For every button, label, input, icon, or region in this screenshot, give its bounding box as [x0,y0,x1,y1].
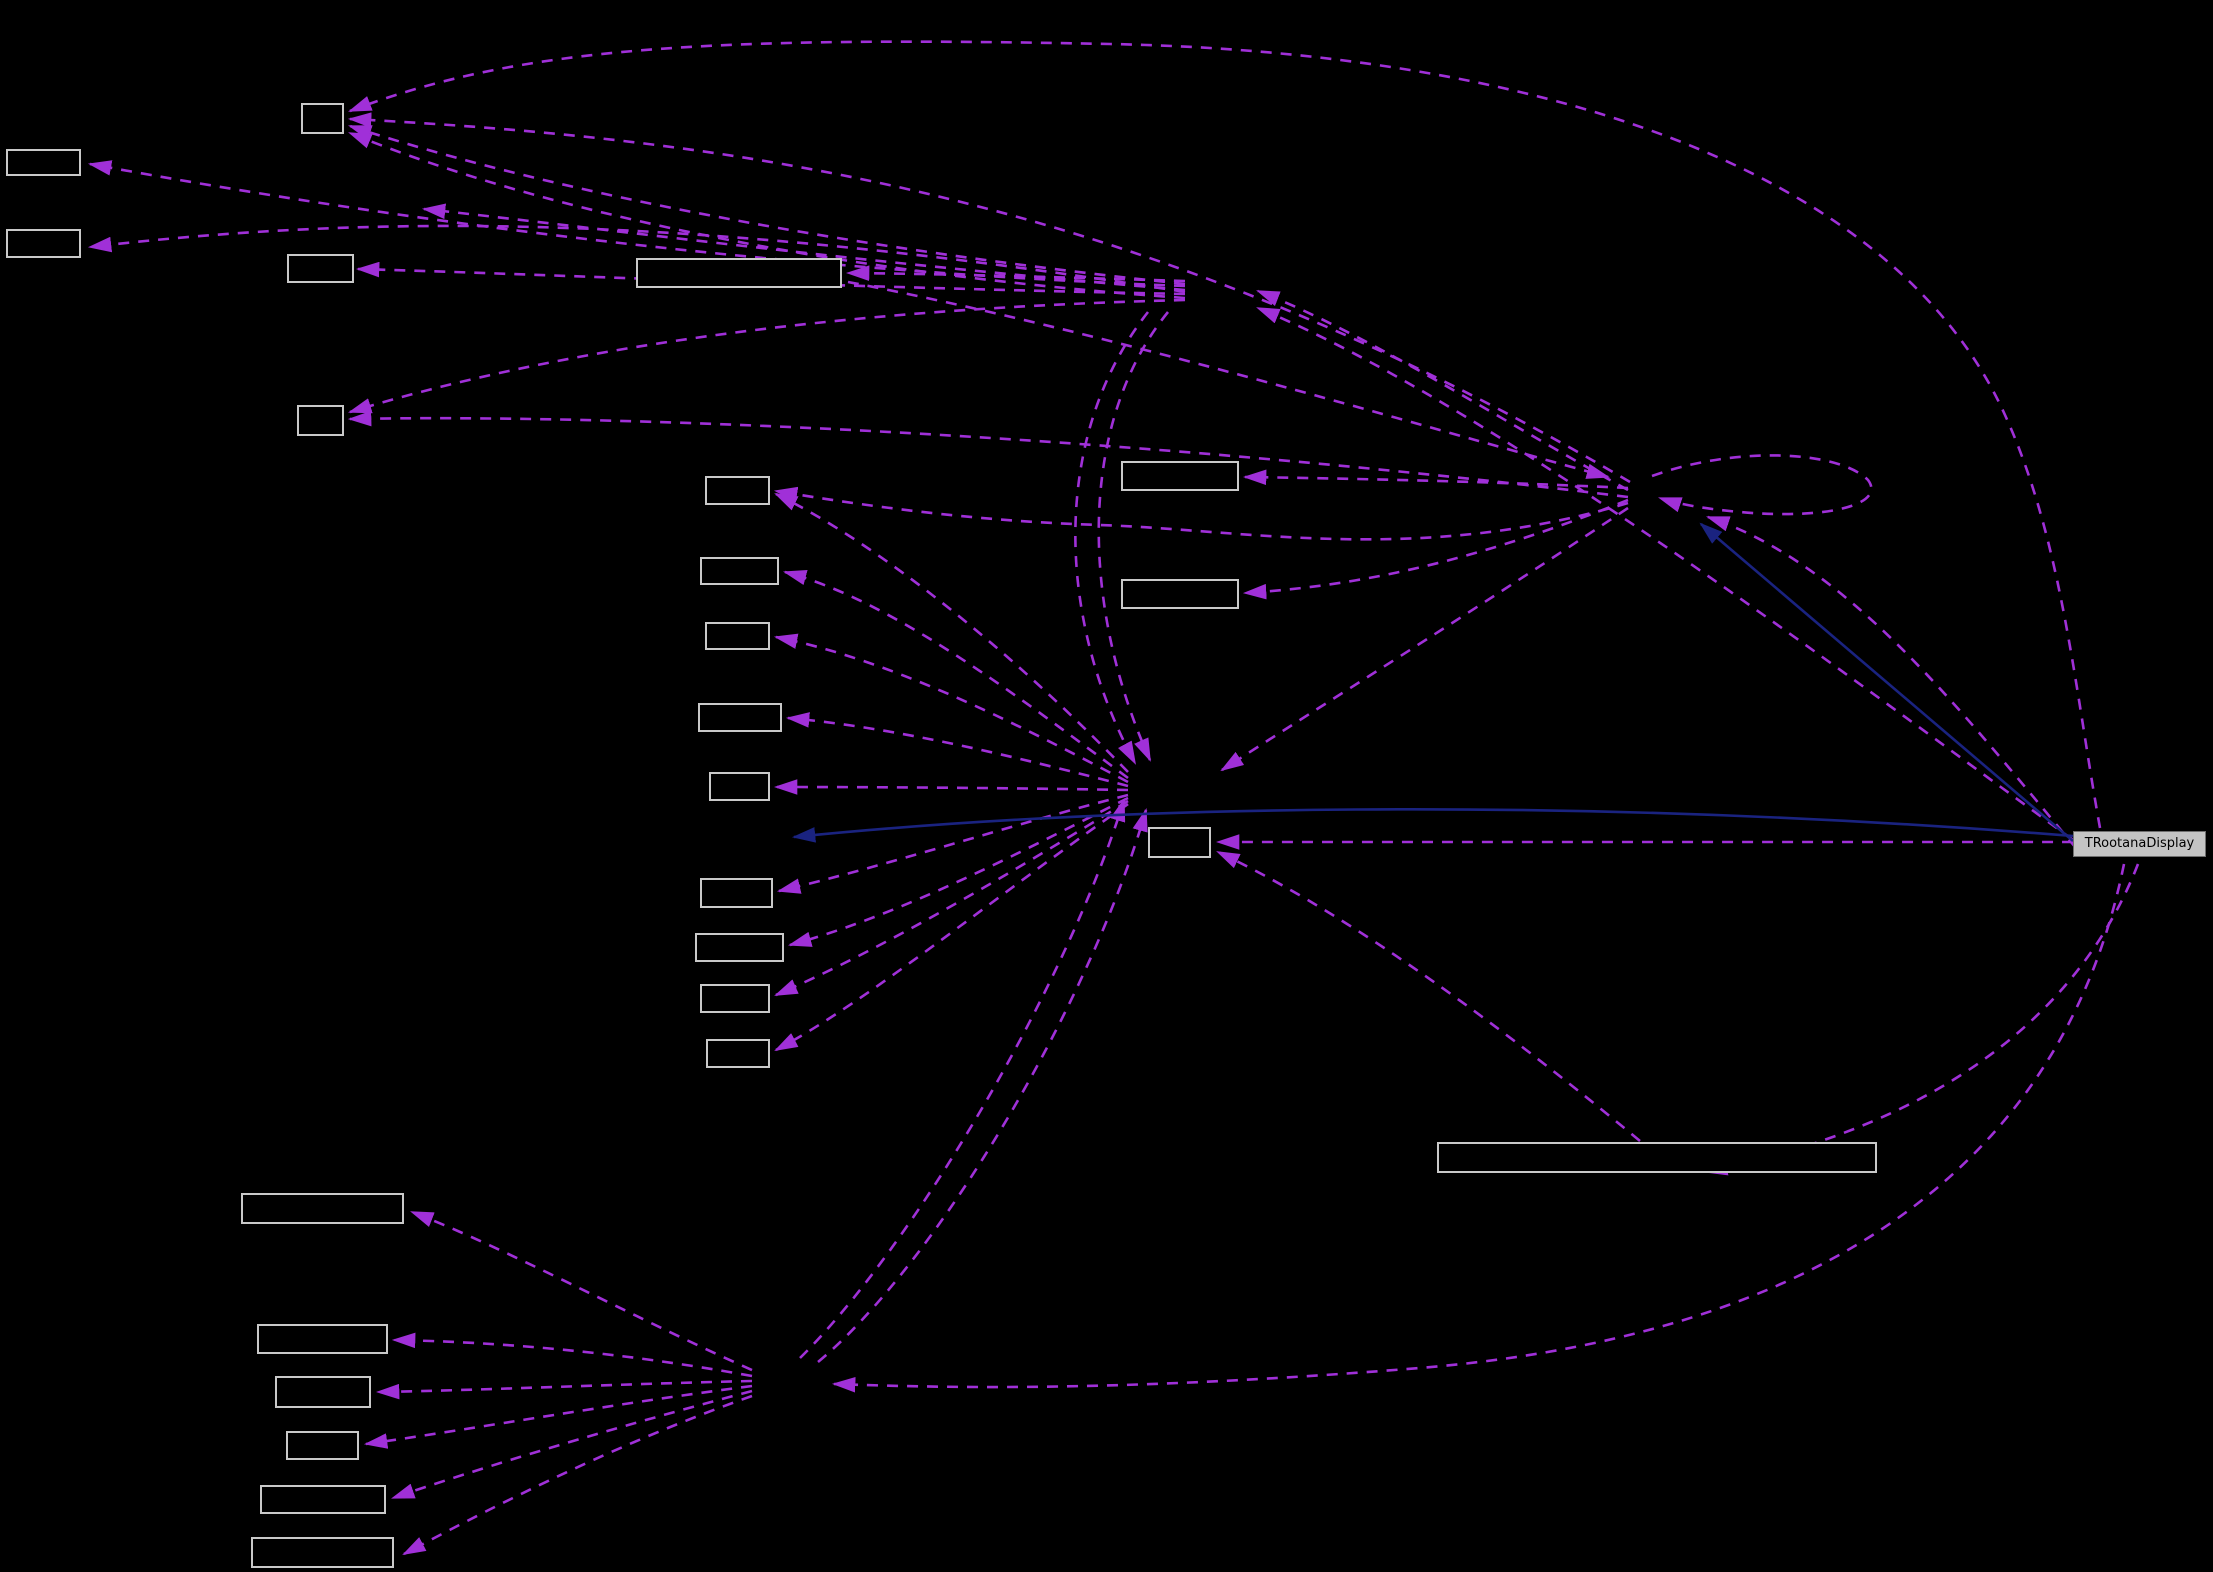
edge-trd-to-left-b [791,808,2074,843]
edge-hubC-to-p [774,799,1129,997]
node-box-n-j[interactable] [705,622,770,650]
edge-hubB-to-w [391,1389,753,1500]
node-box-n-wide-bot[interactable] [1437,1142,1877,1173]
node-box-n-o[interactable] [695,933,784,962]
edge-hubC-to-j [773,633,1129,784]
edge-hubR-to-i [1242,498,1629,600]
edge-trd-to-hubR-b [1699,522,2074,842]
edge-hubA-down-1 [1097,311,1170,762]
edge-hubA-to-wide [845,265,1186,283]
edge-hubC-to-l [773,779,1129,795]
node-box-n-c[interactable] [287,254,354,283]
node-box-n-p[interactable] [700,984,770,1013]
node-box-n-l[interactable] [709,772,770,801]
edge-hubA-to-hidden [421,203,1186,292]
edge-trd-to-hubB [831,863,2126,1393]
node-label-trootanadisplay[interactable]: TRootanaDisplay [2073,831,2206,857]
edge-hubB-to-t [391,1332,753,1378]
edge-hubC-to-q [774,802,1129,1052]
node-box-n-s[interactable] [241,1193,404,1224]
edge-hubR-to-hubC [1220,506,1629,772]
edge-hubC-to-k [785,712,1129,788]
edge-hubR-to-g [1242,469,1629,490]
edge-hubB-to-u [375,1379,753,1400]
edge-hubB-to-s [410,1210,753,1372]
edge-hubC-to-h [782,569,1129,780]
node-box-n-n[interactable] [700,878,773,908]
edge-hubC-to-f [774,492,1129,773]
edge-hubA-to-e [348,298,1186,414]
edge-hubA-to-top-2 [348,131,1186,300]
node-box-n-top[interactable] [301,103,344,134]
edge-hubR-to-hubA-1 [1256,289,1629,492]
node-box-n-e[interactable] [297,405,344,436]
edge-hubC-to-n [776,793,1129,894]
node-box-n-m[interactable] [1148,827,1211,858]
node-box-n-wide-top[interactable] [636,258,842,288]
edge-hubA-to-left2 [87,224,1186,294]
node-box-n-left-1[interactable] [6,149,81,176]
node-box-n-t[interactable] [257,1324,388,1354]
edge-hubA-to-left1 [87,160,1186,288]
edge-r-to-m [1216,850,1641,1143]
edge-hubC-to-o [787,796,1129,947]
edge-hubB-to-x [402,1394,753,1556]
node-box-n-k[interactable] [698,703,782,732]
edge-hubB-to-v [363,1384,753,1449]
node-box-n-x[interactable] [251,1537,394,1568]
edge-hubB-up-2 [817,808,1148,1364]
node-box-n-g[interactable] [1121,461,1239,491]
edge-hubR-to-e [347,410,1629,499]
edge-trd-to-hubR-p [1706,515,2077,849]
node-box-n-u[interactable] [275,1376,371,1408]
edge-trd-to-hubA [1256,306,2074,842]
edge-top-arc [348,40,2102,829]
edge-trd-to-r [1703,863,2140,1176]
node-box-n-h[interactable] [700,557,779,585]
edge-hubR-self-loop [1651,454,1873,516]
node-box-n-q[interactable] [706,1039,770,1068]
node-box-n-w[interactable] [260,1485,386,1514]
edge-hubR-to-f [773,486,1629,541]
node-box-n-v[interactable] [286,1431,359,1460]
edge-hubA-to-top-1 [348,124,1186,286]
node-box-n-left-2[interactable] [6,229,81,258]
node-box-n-i[interactable] [1121,579,1239,609]
edge-hubA-down-2 [1074,311,1150,765]
edge-hubB-up-1 [799,798,1126,1359]
edge-wide-to-hubR [847,280,1611,479]
node-box-n-f[interactable] [705,476,770,505]
edge-hubR-to-top [347,112,1631,484]
